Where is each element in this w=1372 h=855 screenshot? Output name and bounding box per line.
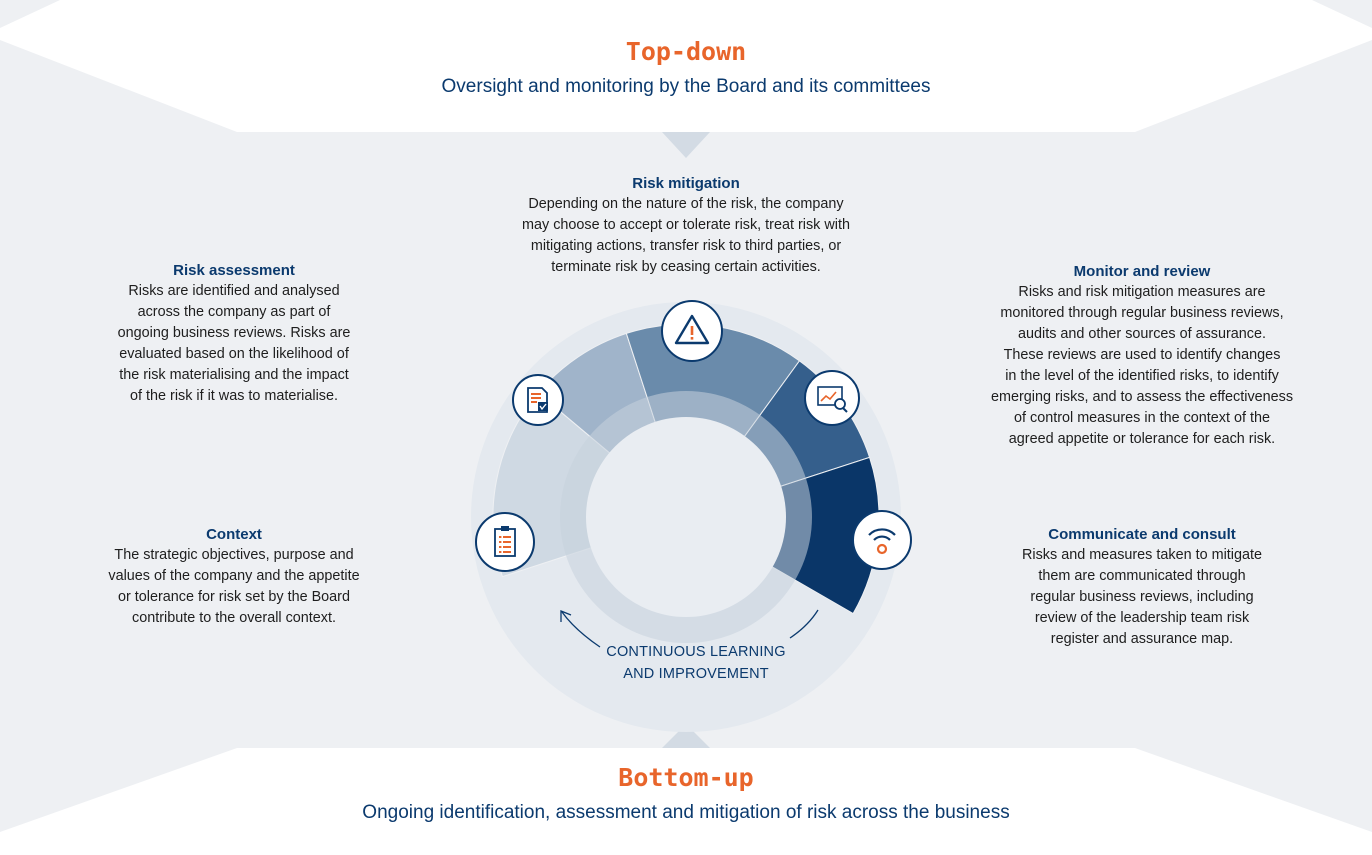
- bottom-banner-subtitle: Ongoing identification, assessment and m…: [362, 802, 1010, 823]
- cycle-arrowhead-left: [560, 610, 572, 622]
- monitor-review-line: agreed appetite or tolerance for each ri…: [1008, 431, 1276, 447]
- bottom-banner-title: Bottom-up: [618, 763, 754, 792]
- context-block: Context The strategic objectives, purpos…: [84, 524, 384, 629]
- monitor-review-block: Monitor and review Risks and risk mitiga…: [962, 261, 1322, 450]
- communicate-consult-line: regular business reviews, including: [1030, 589, 1254, 605]
- risk-mitigation-line: terminate risk by ceasing certain activi…: [551, 259, 821, 275]
- monitor-review-line: Risks and risk mitigation measures are: [1018, 284, 1266, 300]
- risk-mitigation-line: Depending on the nature of the risk, the…: [528, 196, 844, 212]
- chart-magnifier-icon: [804, 370, 860, 426]
- risk-assessment-line: of the risk if it was to materialise.: [130, 388, 338, 404]
- top-banner-subtitle: Oversight and monitoring by the Board an…: [441, 76, 931, 97]
- communicate-consult-title: Communicate and consult: [1048, 526, 1236, 543]
- risk-mitigation-description: Depending on the nature of the risk, the…: [461, 194, 911, 278]
- risk-assessment-line: Risks are identified and analysed: [128, 283, 340, 299]
- risk-mitigation-block: Risk mitigation Depending on the nature …: [461, 173, 911, 278]
- communicate-consult-block: Communicate and consult Risks and measur…: [992, 524, 1292, 650]
- monitor-review-title: Monitor and review: [1073, 263, 1211, 280]
- continuous-improvement-line: AND IMPROVEMENT: [623, 666, 769, 682]
- context-description: The strategic objectives, purpose and va…: [84, 545, 384, 629]
- continuous-improvement-line: CONTINUOUS LEARNING: [606, 644, 786, 660]
- checklist-document-icon: [512, 374, 564, 426]
- warning-triangle-icon: [661, 300, 723, 362]
- bottom-banner-shape: [0, 748, 1372, 855]
- monitor-review-line: These reviews are used to identify chang…: [1003, 347, 1281, 363]
- monitor-review-line: audits and other sources of assurance.: [1018, 326, 1266, 342]
- communicate-consult-line: them are communicated through: [1038, 568, 1246, 584]
- broadcast-signal-icon: [852, 510, 912, 570]
- risk-mitigation-line: may choose to accept or tolerate risk, t…: [522, 217, 850, 233]
- communicate-consult-line: register and assurance map.: [1050, 631, 1234, 647]
- monitor-review-line: monitored through regular business revie…: [1000, 305, 1284, 321]
- clipboard-icon: [475, 512, 535, 572]
- context-line: or tolerance for risk set by the Board: [118, 589, 350, 605]
- monitor-review-line: of control measures in the context of th…: [1014, 410, 1270, 426]
- cycle-arrow-left: [561, 611, 601, 648]
- risk-assessment-block: Risk assessment Risks are identified and…: [84, 260, 384, 407]
- communicate-consult-description: Risks and measures taken to mitigate the…: [992, 545, 1292, 650]
- risk-assessment-description: Risks are identified and analysed across…: [84, 281, 384, 407]
- context-line: values of the company and the appetite: [108, 568, 360, 584]
- risk-assessment-title: Risk assessment: [173, 262, 295, 279]
- context-line: The strategic objectives, purpose and: [114, 547, 354, 563]
- risk-mitigation-line: mitigating actions, transfer risk to thi…: [530, 238, 842, 254]
- context-title: Context: [206, 526, 262, 543]
- risk-assessment-line: ongoing business reviews. Risks are: [117, 325, 351, 341]
- cycle-arrow-right: [789, 609, 819, 639]
- top-banner-shape: [0, 0, 1372, 132]
- top-banner-arrow: [662, 132, 710, 158]
- monitor-review-line: in the level of the identified risks, to…: [1005, 368, 1279, 384]
- risk-assessment-line: the risk materialising and the impact: [119, 367, 349, 383]
- risk-assessment-line: evaluated based on the likelihood of: [119, 346, 349, 362]
- communicate-consult-line: Risks and measures taken to mitigate: [1022, 547, 1262, 563]
- continuous-improvement-label: CONTINUOUS LEARNING AND IMPROVEMENT: [546, 641, 846, 685]
- top-banner-title: Top-down: [625, 37, 747, 66]
- risk-mitigation-title: Risk mitigation: [632, 175, 740, 192]
- context-line: contribute to the overall context.: [132, 610, 336, 626]
- communicate-consult-line: review of the leadership team risk: [1034, 610, 1250, 626]
- bottom-banner-arrow: [662, 724, 710, 748]
- monitor-review-description: Risks and risk mitigation measures are m…: [962, 282, 1322, 450]
- center-disc: [586, 417, 786, 617]
- monitor-review-line: emerging risks, and to assess the effect…: [990, 389, 1294, 405]
- risk-assessment-line: across the company as part of: [137, 304, 331, 320]
